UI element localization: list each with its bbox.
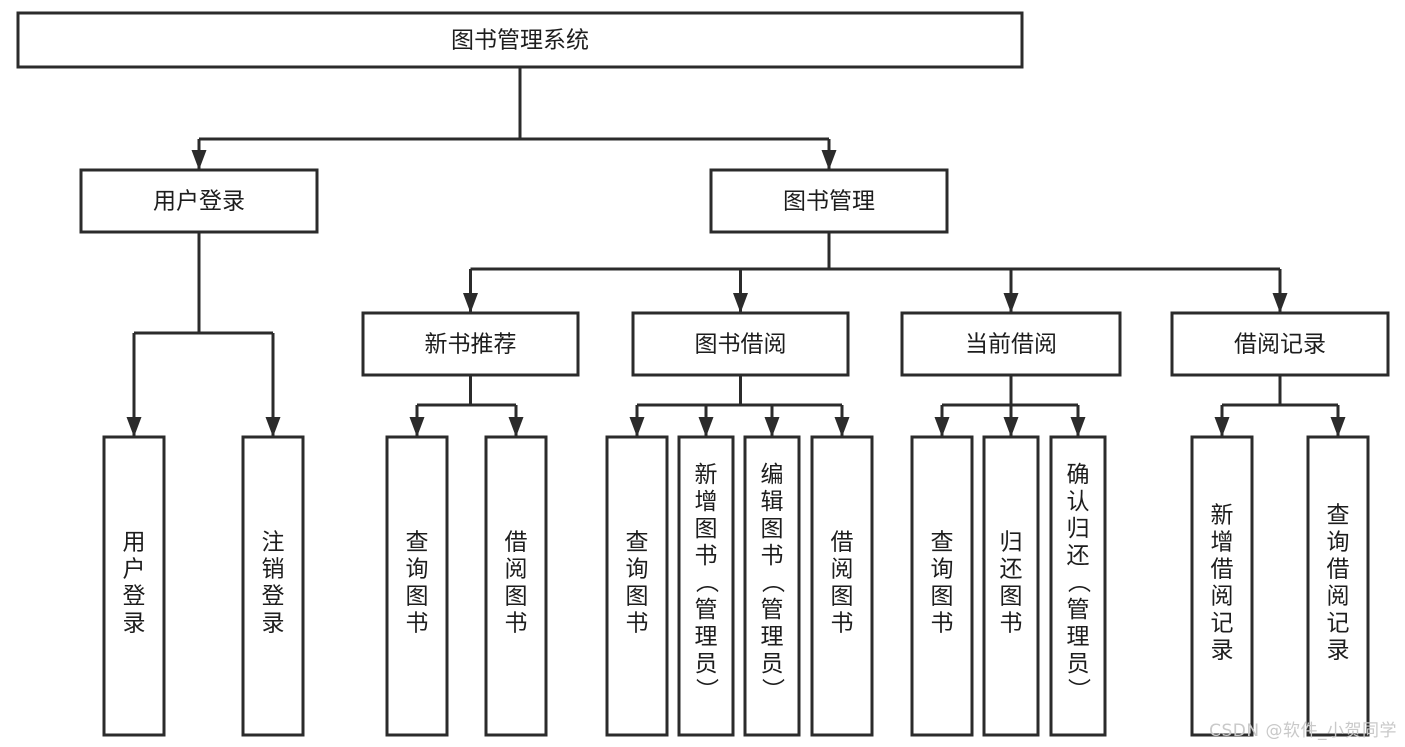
node-leaf-return-book[interactable]: 归还图书 bbox=[982, 435, 1040, 737]
edge-group-user-login bbox=[126, 232, 281, 437]
node-label-user-login: 用户登录 bbox=[153, 189, 245, 215]
node-box-leaf-query-book-bb bbox=[605, 435, 669, 737]
arrow-head-icon bbox=[1003, 293, 1019, 313]
edge-group-new-book-recommend bbox=[409, 375, 524, 437]
node-new-book-recommend[interactable]: 新书推荐 bbox=[361, 311, 580, 377]
node-leaf-query-borrow-record[interactable]: 查询借阅记录 bbox=[1306, 435, 1370, 737]
arrow-head-icon bbox=[508, 417, 524, 437]
arrow-head-icon bbox=[463, 293, 478, 313]
node-box-root bbox=[16, 11, 1024, 69]
node-label-leaf-add-borrow-record: 新增借阅记录 bbox=[1211, 503, 1234, 664]
arrow-head-icon bbox=[409, 417, 425, 437]
node-label-leaf-borrow-book-nb: 借阅图书 bbox=[505, 530, 528, 637]
node-box-leaf-return-book bbox=[982, 435, 1040, 737]
node-box-leaf-confirm-return-admin bbox=[1049, 435, 1107, 737]
arrow-head-icon bbox=[1272, 293, 1288, 313]
node-box-user-login bbox=[79, 168, 319, 234]
node-box-leaf-add-book-admin bbox=[677, 435, 735, 737]
node-box-leaf-query-borrow-record bbox=[1306, 435, 1370, 737]
node-leaf-borrow-book-nb[interactable]: 借阅图书 bbox=[484, 435, 548, 737]
arrow-head-icon bbox=[698, 417, 714, 437]
node-label-borrow-record: 借阅记录 bbox=[1234, 332, 1326, 358]
connector-layer bbox=[126, 67, 1346, 437]
arrow-head-icon bbox=[834, 417, 850, 437]
node-label-leaf-borrow-book-bb: 借阅图书 bbox=[831, 530, 854, 637]
edge-group-book-management bbox=[463, 232, 1288, 313]
node-box-new-book-recommend bbox=[361, 311, 580, 377]
node-box-current-borrow bbox=[900, 311, 1122, 377]
arrow-head-icon bbox=[1214, 417, 1230, 437]
node-label-leaf-query-book-nb: 查询图书 bbox=[406, 530, 429, 637]
edge-group-book-borrow bbox=[629, 375, 850, 437]
node-label-new-book-recommend: 新书推荐 bbox=[425, 332, 517, 358]
node-label-leaf-edit-book-admin: 编辑图书（管理员） bbox=[761, 462, 786, 704]
node-label-current-borrow: 当前借阅 bbox=[965, 332, 1057, 358]
node-label-leaf-query-borrow-record: 查询借阅记录 bbox=[1327, 503, 1350, 664]
node-box-borrow-record bbox=[1170, 311, 1390, 377]
node-book-management[interactable]: 图书管理 bbox=[709, 168, 949, 234]
node-label-leaf-query-book-cb: 查询图书 bbox=[931, 530, 954, 637]
node-leaf-add-borrow-record[interactable]: 新增借阅记录 bbox=[1190, 435, 1254, 737]
arrow-head-icon bbox=[1330, 417, 1346, 437]
node-label-leaf-query-book-bb: 查询图书 bbox=[626, 530, 649, 637]
node-leaf-query-book-cb[interactable]: 查询图书 bbox=[910, 435, 974, 737]
node-label-leaf-confirm-return-admin: 确认归还（管理员） bbox=[1067, 462, 1092, 704]
arrow-head-icon bbox=[629, 417, 645, 437]
node-label-leaf-user-login: 用户登录 bbox=[123, 530, 146, 637]
arrow-head-icon bbox=[733, 293, 748, 313]
node-box-leaf-add-borrow-record bbox=[1190, 435, 1254, 737]
arrow-head-icon bbox=[934, 417, 950, 437]
node-leaf-add-book-admin[interactable]: 新增图书（管理员） bbox=[677, 435, 735, 737]
node-layer: 图书管理系统用户登录图书管理新书推荐图书借阅当前借阅借阅记录用户登录注销登录查询… bbox=[16, 11, 1390, 737]
node-box-book-management bbox=[709, 168, 949, 234]
node-box-leaf-logout-login bbox=[241, 435, 305, 737]
arrow-head-icon bbox=[265, 417, 281, 437]
node-box-leaf-borrow-book-nb bbox=[484, 435, 548, 737]
node-leaf-confirm-return-admin[interactable]: 确认归还（管理员） bbox=[1049, 435, 1107, 737]
node-label-leaf-return-book: 归还图书 bbox=[1000, 530, 1023, 637]
node-root[interactable]: 图书管理系统 bbox=[16, 11, 1024, 69]
arrow-head-icon bbox=[1003, 417, 1019, 437]
node-leaf-logout-login[interactable]: 注销登录 bbox=[241, 435, 305, 737]
arrow-head-icon bbox=[764, 417, 780, 437]
edge-group-borrow-record bbox=[1214, 375, 1346, 437]
arrow-head-icon bbox=[191, 150, 207, 170]
node-box-leaf-borrow-book-bb bbox=[810, 435, 874, 737]
arrow-head-icon bbox=[821, 150, 837, 170]
node-user-login[interactable]: 用户登录 bbox=[79, 168, 319, 234]
node-label-root: 图书管理系统 bbox=[451, 28, 589, 54]
node-leaf-borrow-book-bb[interactable]: 借阅图书 bbox=[810, 435, 874, 737]
node-label-book-borrow: 图书借阅 bbox=[695, 332, 787, 358]
node-label-leaf-logout-login: 注销登录 bbox=[262, 530, 285, 637]
node-label-leaf-add-book-admin: 新增图书（管理员） bbox=[695, 462, 720, 704]
node-leaf-query-book-bb[interactable]: 查询图书 bbox=[605, 435, 669, 737]
arrow-head-icon bbox=[1070, 417, 1086, 437]
node-borrow-record[interactable]: 借阅记录 bbox=[1170, 311, 1390, 377]
node-box-leaf-edit-book-admin bbox=[743, 435, 801, 737]
node-leaf-edit-book-admin[interactable]: 编辑图书（管理员） bbox=[743, 435, 801, 737]
node-box-leaf-query-book-cb bbox=[910, 435, 974, 737]
node-leaf-user-login[interactable]: 用户登录 bbox=[102, 435, 166, 737]
node-leaf-query-book-nb[interactable]: 查询图书 bbox=[385, 435, 449, 737]
edge-group-root bbox=[191, 67, 837, 170]
node-box-book-borrow bbox=[631, 311, 850, 377]
edge-group-current-borrow bbox=[934, 375, 1086, 437]
node-box-leaf-user-login bbox=[102, 435, 166, 737]
node-label-book-management: 图书管理 bbox=[783, 189, 875, 215]
node-box-leaf-query-book-nb bbox=[385, 435, 449, 737]
node-book-borrow[interactable]: 图书借阅 bbox=[631, 311, 850, 377]
arrow-head-icon bbox=[126, 417, 142, 437]
node-current-borrow[interactable]: 当前借阅 bbox=[900, 311, 1122, 377]
